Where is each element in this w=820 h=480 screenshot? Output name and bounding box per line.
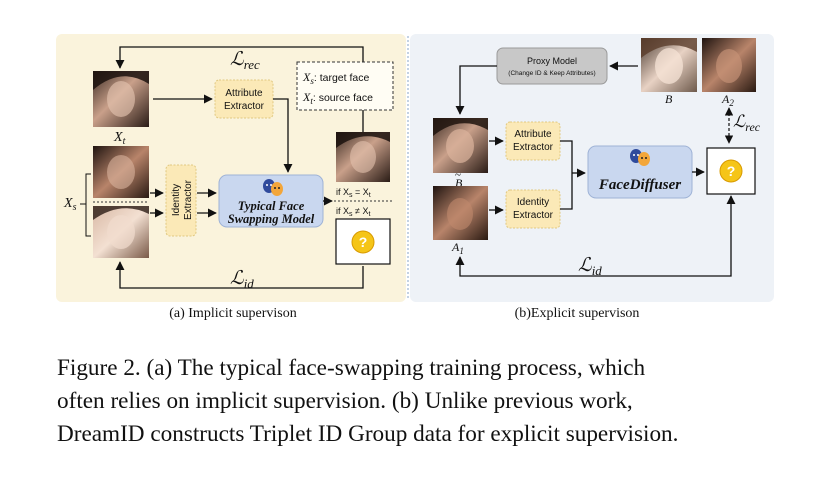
tilde-mark: ~ (455, 169, 461, 181)
attribute-extractor-a: Attribute Extractor (214, 79, 274, 119)
xt-label: Xt (113, 130, 126, 147)
label-b: B (665, 92, 673, 106)
legend-box: Xs: target face Xt: source face (296, 61, 394, 111)
svg-text:Swapping Model: Swapping Model (228, 212, 315, 226)
label-a2: A2 (721, 92, 734, 108)
face-image-b-tilde (433, 118, 488, 173)
caption-line-1: Figure 2. (a) The typical face-swapping … (57, 355, 646, 381)
loss-id-arrow-a (115, 261, 364, 289)
arrow-proxy-to-btilde (455, 65, 497, 115)
unknown-output-box-b: ? (706, 147, 756, 195)
svg-text:Identity: Identity (517, 197, 549, 208)
svg-text:(Change ID & Keep Attributes): (Change ID & Keep Attributes) (508, 70, 595, 77)
label-b-tilde: B (455, 176, 463, 190)
subcaption-a: (a) Implicit supervison (169, 306, 297, 321)
svg-text:Extractor: Extractor (513, 210, 554, 221)
caption-line-2: often relies on implicit supervision. (b… (57, 388, 633, 414)
svg-text:Xt: source face: Xt: source face (302, 90, 373, 106)
condition-not-equal: if Xs ≠ Xt (336, 206, 370, 218)
svg-text:Extractor: Extractor (183, 179, 194, 220)
identity-extractor-a: Identity Extractor (165, 164, 197, 237)
caption-line-3: DreamID constructs Triplet ID Group data… (57, 421, 679, 447)
xs-face-image-bottom (93, 206, 149, 258)
svg-text:?: ? (359, 234, 368, 250)
xt-face-image (93, 71, 149, 127)
figure-2-diagram: ℒrec Xt Attribute Extractor Xs: target f… (56, 34, 774, 321)
output-face-image-equal (336, 132, 390, 182)
loss-id-label-a: ℒid (230, 268, 254, 291)
svg-text:Proxy Model: Proxy Model (527, 56, 577, 66)
svg-text:FaceDiffuser: FaceDiffuser (598, 177, 681, 193)
attribute-extractor-b: Attribute Extractor (505, 121, 561, 161)
svg-text:Extractor: Extractor (513, 142, 554, 153)
figure-caption: Figure 2. (a) The typical face-swapping … (57, 352, 767, 451)
masks-icon-b (630, 149, 650, 166)
subcaption-b: (b)Explicit supervison (515, 306, 640, 321)
proxy-model-box: Proxy Model (Change ID & Keep Attributes… (496, 47, 608, 85)
masks-icon-a (263, 179, 283, 196)
face-image-a1 (433, 186, 488, 240)
loss-id-arrow-b (455, 195, 736, 277)
condition-equal: if Xs = Xt (336, 187, 371, 199)
svg-text:Attribute: Attribute (225, 88, 263, 99)
svg-text:Identity: Identity (171, 184, 182, 216)
svg-text:Extractor: Extractor (224, 101, 265, 112)
svg-text:Xs: target face: Xs: target face (302, 70, 369, 86)
facediffuser-model: FaceDiffuser (587, 145, 693, 199)
svg-text:Attribute: Attribute (514, 129, 552, 140)
loss-id-label-b: ℒid (578, 255, 602, 278)
face-image-a2 (702, 38, 756, 92)
svg-text:Typical Face: Typical Face (238, 199, 305, 213)
loss-rec-label-b: ℒrec (733, 112, 761, 134)
xs-label: Xs (63, 196, 77, 213)
svg-text:?: ? (727, 163, 736, 179)
xs-face-image-top (93, 146, 149, 198)
arrow-attr-to-model-a (273, 98, 293, 173)
typical-face-swapping-model: Typical Face Swapping Model (218, 174, 324, 228)
loss-rec-label-a: ℒrec (230, 49, 260, 72)
xs-bracket (85, 173, 91, 237)
identity-extractor-b: Identity Extractor (505, 189, 561, 229)
unknown-output-box-a: ? (335, 218, 391, 265)
face-image-b (641, 38, 697, 92)
